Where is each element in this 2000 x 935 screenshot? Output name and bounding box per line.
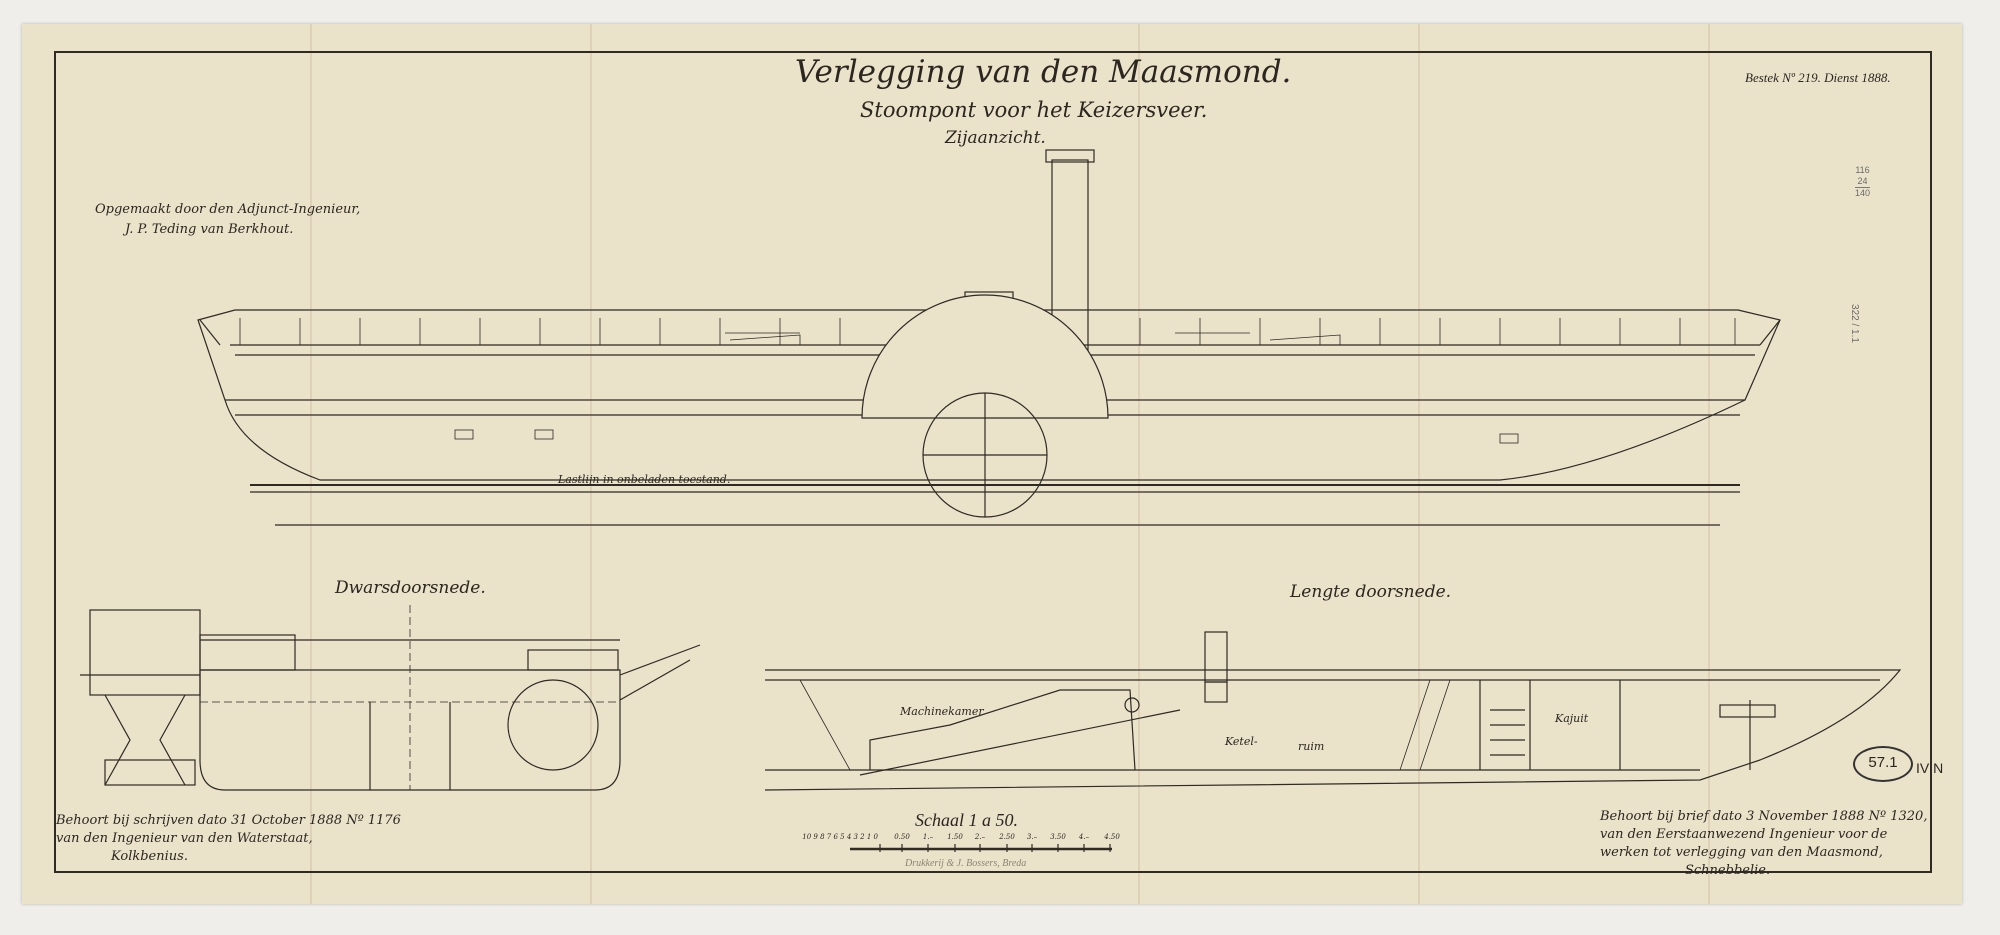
border-frame	[54, 51, 1932, 873]
scale-tick: 3.–	[1026, 833, 1038, 841]
scale-tick: 2.50	[999, 833, 1015, 841]
footer-left-signature: Kolkbenius.	[111, 849, 188, 864]
scale-title: Schaal 1 a 50.	[915, 810, 1018, 830]
hull	[197, 309, 1781, 481]
fold-line	[1138, 24, 1140, 904]
funnel-cap	[1045, 149, 1095, 163]
contract-number: Bestek Nº 219. Dienst 1888.	[1745, 70, 1891, 85]
boiler-room-label-a: Ketel-	[1225, 735, 1258, 748]
author-line: Opgemaakt door den Adjunct-Ingenieur,	[95, 202, 361, 217]
footer-left-note: Behoort bij schrijven dato 31 October 18…	[56, 812, 401, 866]
drawing-subtitle: Stoompont voor het Keizersveer.	[860, 98, 1208, 122]
scale-tick: 2.–	[974, 833, 986, 841]
scale-tick: 4.50	[1104, 833, 1120, 841]
fold-line	[1708, 24, 1710, 904]
footer-right-note: Behoort bij brief dato 3 November 1888 N…	[1600, 808, 1927, 880]
cross-section-label: Dwarsdoorsnede.	[335, 578, 486, 598]
boiler-room-label-b: ruim	[1298, 740, 1325, 753]
footer-right-signature: Schnebbelie.	[1685, 863, 1771, 878]
waterline-label: Lastlijn in onbeladen toestand.	[558, 473, 731, 486]
footer-right-line: van den Eerstaanwezend Ingenieur voor de	[1600, 827, 1888, 842]
pencil-number: 116	[1855, 165, 1870, 175]
scale-tick: 10 9 8 7 6 5 4 3 2 1 0	[802, 833, 878, 841]
paddle-box	[861, 294, 1109, 419]
cross-section	[80, 605, 701, 791]
author-name: J. P. Teding van Berkhout.	[125, 222, 294, 237]
engine-room-label: Machinekamer	[900, 705, 984, 718]
archive-mark: IV N	[1916, 760, 1944, 776]
scale-tick: 4.–	[1078, 833, 1090, 841]
long-section-label: Lengte doorsnede.	[1290, 582, 1452, 602]
archive-stamp: 57.1	[1853, 746, 1913, 782]
scale-tick: 1.–	[922, 833, 934, 841]
pencil-number: 24	[1857, 176, 1868, 186]
printer-credit: Drukkerij & J. Bossers, Breda	[905, 858, 1027, 869]
view-label: Zijaanzicht.	[945, 128, 1046, 148]
fold-line	[310, 24, 312, 904]
pencil-side-note: 322 / 1.1	[1848, 304, 1860, 343]
footer-left-line: van den Ingenieur van den Waterstaat,	[56, 831, 313, 846]
pencil-sum: 116 24 140	[1855, 165, 1871, 199]
fold-line	[590, 24, 592, 904]
footer-left-line: Behoort bij schrijven dato 31 October 18…	[56, 813, 401, 828]
author-note: Opgemaakt door den Adjunct-Ingenieur, J.…	[95, 200, 360, 240]
cabin-label: Kajuit	[1555, 712, 1589, 725]
scale-tick: 3.50	[1050, 833, 1066, 841]
footer-right-line: werken tot verlegging van den Maasmond,	[1600, 845, 1883, 860]
side-view-ship	[197, 149, 1781, 526]
longitudinal-section	[764, 631, 1902, 791]
scale-tick: 0.50	[894, 833, 910, 841]
scale-bar	[850, 844, 1112, 852]
scale-tick: 1.50	[947, 833, 963, 841]
paper-sheet	[22, 24, 1962, 904]
footer-right-line: Behoort bij brief dato 3 November 1888 N…	[1600, 809, 1928, 824]
pencil-number: 140	[1855, 187, 1871, 198]
fold-line	[1418, 24, 1420, 904]
drawing-title: Verlegging van den Maasmond.	[795, 54, 1292, 90]
